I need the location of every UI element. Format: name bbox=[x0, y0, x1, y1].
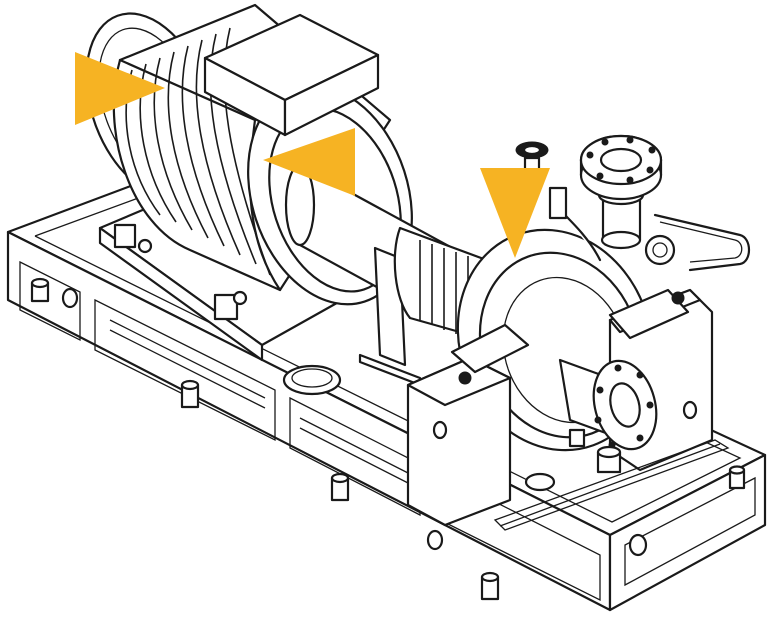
discharge-nozzle bbox=[579, 134, 663, 250]
anchor-bolt bbox=[480, 571, 500, 601]
seal-flush-piping bbox=[548, 186, 751, 272]
pump-support-arms bbox=[450, 288, 690, 385]
motor-drive-end-arrow bbox=[263, 128, 355, 196]
direction-arrows bbox=[75, 52, 550, 258]
terminal-box bbox=[203, 13, 380, 137]
lifting-holes bbox=[61, 287, 648, 557]
drain-ring bbox=[282, 364, 556, 492]
drain-valve bbox=[568, 428, 622, 474]
anchor-bolt bbox=[728, 465, 746, 490]
pump-casing-arrow bbox=[480, 168, 550, 258]
anchor-bolts bbox=[30, 277, 746, 601]
pump-base-rail bbox=[493, 439, 730, 531]
motor-fan-end-arrow bbox=[75, 52, 165, 125]
anchor-bolt bbox=[30, 277, 50, 303]
suction-flange bbox=[558, 358, 658, 451]
anchor-bolt bbox=[180, 379, 200, 409]
anchor-bolt bbox=[330, 472, 350, 502]
